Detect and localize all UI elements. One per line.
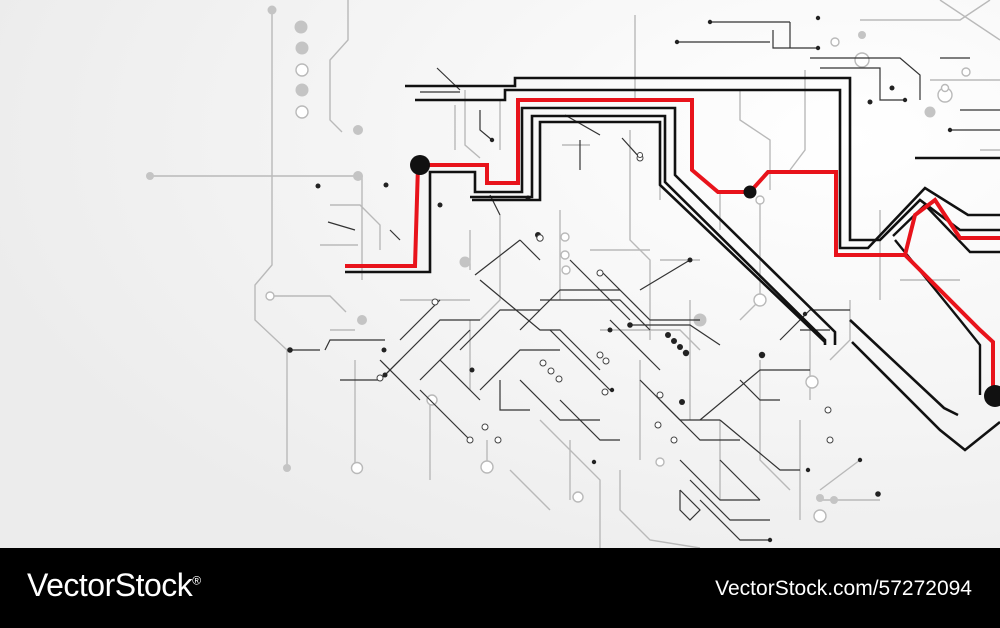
black-nodes [410, 155, 1000, 407]
junction-node [984, 385, 1000, 407]
brand-name: VectorStock [27, 567, 193, 603]
dark-hollow-nodes [376, 152, 834, 444]
registered-mark: ® [192, 573, 201, 588]
junction-node [410, 155, 430, 175]
gray-hollow-nodes [265, 37, 971, 523]
red-traces [345, 98, 1000, 398]
gray-traces [150, 0, 1000, 548]
gray-nodes [146, 5, 936, 504]
dark-traces [290, 21, 1000, 541]
dark-nodes [287, 15, 953, 543]
brand-logo: VectorStock® [27, 567, 201, 604]
image-url: VectorStock.com/57272094 [715, 577, 972, 600]
junction-node [743, 185, 757, 199]
circuit-board-illustration [0, 0, 1000, 548]
footer-bar: VectorStock® VectorStock.com/57272094 [0, 548, 1000, 628]
